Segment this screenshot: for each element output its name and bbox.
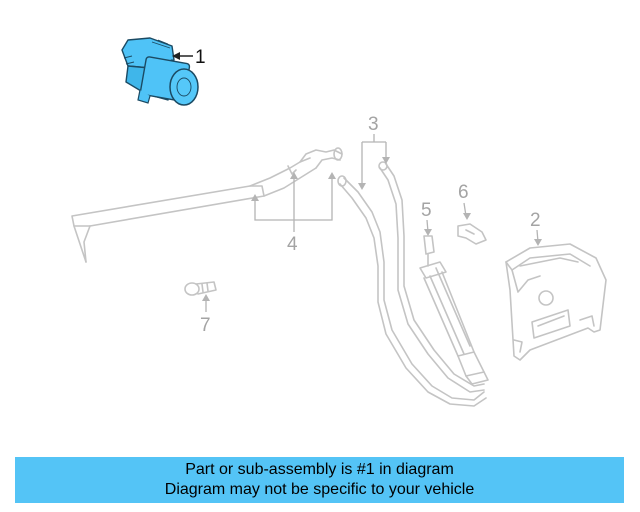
callout-3[interactable]: 3 [358, 114, 390, 190]
parts-diagram: 1 4 3 [71, 37, 607, 407]
banner-line-part: Part or sub-assembly is #1 in diagram [185, 461, 454, 478]
callout-2[interactable]: 2 [530, 210, 542, 246]
callout-label-1: 1 [195, 47, 206, 68]
callout-label-4: 4 [287, 234, 298, 255]
banner-line-disclaimer: Diagram may not be specific to your vehi… [164, 481, 475, 498]
part-7-bolt[interactable] [184, 281, 217, 296]
part-5-strut[interactable] [419, 235, 489, 385]
callout-5[interactable]: 5 [421, 200, 432, 236]
part-1-pump[interactable] [121, 37, 199, 106]
part-2-bracket[interactable] [505, 243, 607, 361]
callout-label-6: 6 [458, 182, 469, 203]
part-6-clip[interactable] [457, 223, 487, 245]
info-banner: Part or sub-assembly is #1 in diagram Di… [15, 457, 624, 503]
callout-label-3: 3 [368, 114, 379, 135]
callout-4[interactable]: 4 [251, 172, 336, 255]
callout-label-2: 2 [530, 210, 541, 231]
part-3-tubes[interactable] [337, 161, 487, 407]
callout-6[interactable]: 6 [458, 182, 471, 220]
part-4-hose[interactable] [71, 147, 343, 263]
callout-1[interactable]: 1 [172, 47, 206, 68]
callout-label-7: 7 [200, 315, 211, 336]
callout-label-5: 5 [421, 200, 432, 221]
callout-7[interactable]: 7 [200, 294, 211, 336]
